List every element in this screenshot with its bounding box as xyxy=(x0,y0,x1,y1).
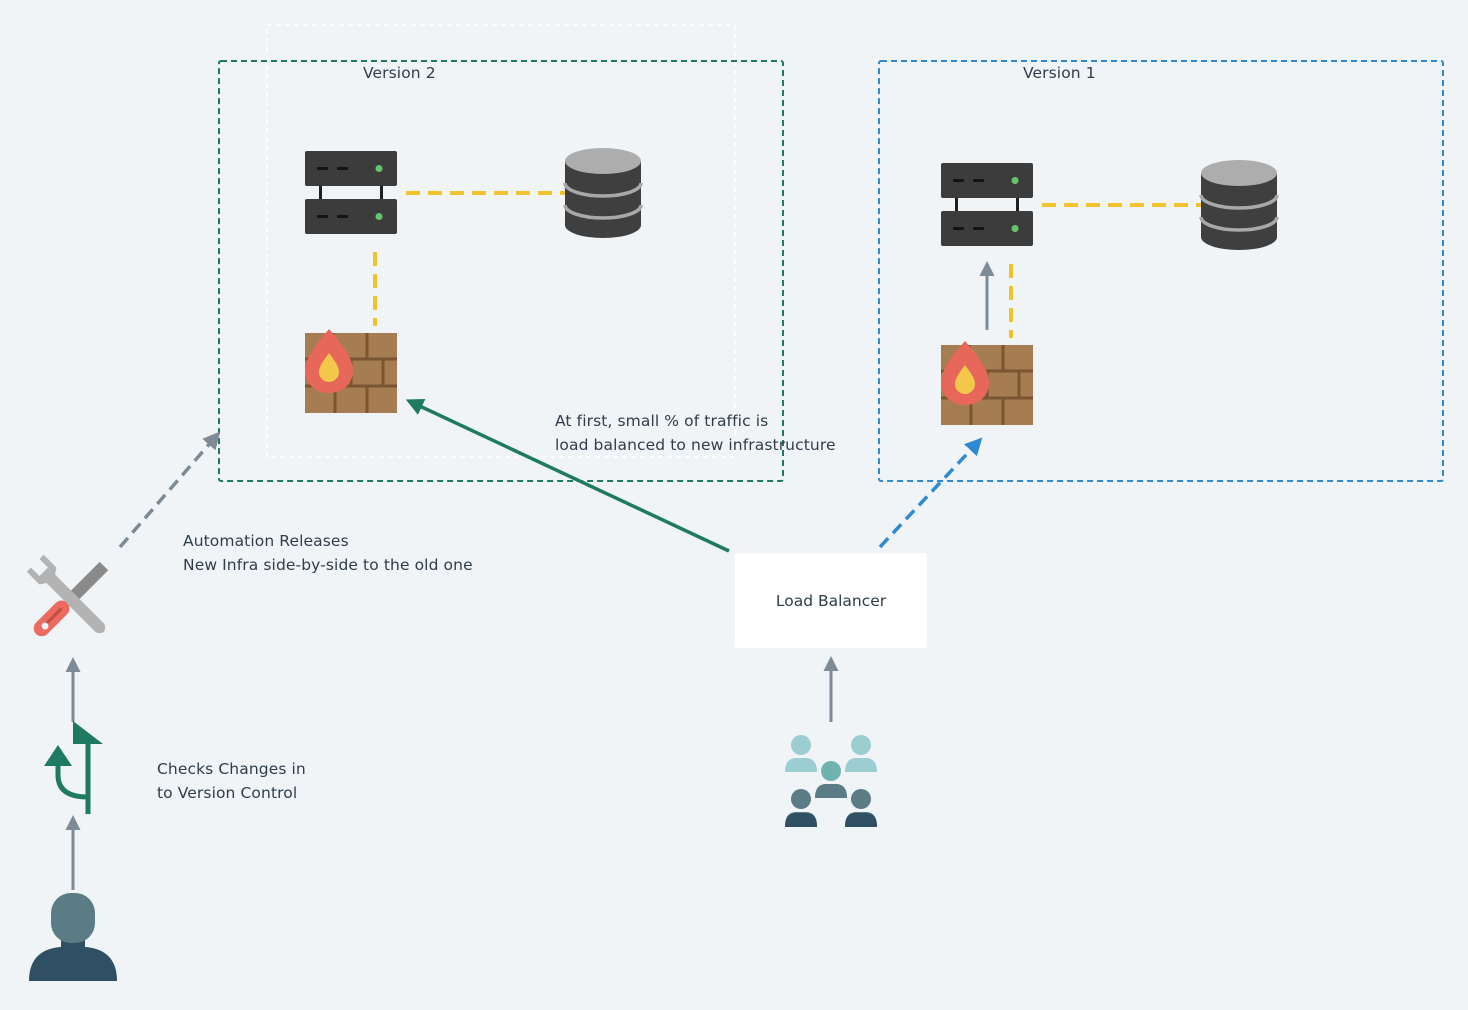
v1-firewall-icon[interactable] xyxy=(939,339,1035,427)
version-1-group[interactable] xyxy=(878,60,1444,482)
v1-server-icon[interactable] xyxy=(941,163,1033,246)
v2-firewall-icon[interactable] xyxy=(303,327,399,415)
automation-annotation-line2: New Infra side-by-side to the old one xyxy=(183,556,473,574)
version-2-group[interactable] xyxy=(218,60,784,482)
load-balancer-node[interactable]: Load Balancer xyxy=(735,553,927,648)
version-2-label: Version 2 xyxy=(363,64,436,82)
faint-frame xyxy=(266,24,736,458)
traffic-annotation-line2: load balanced to new infrastructure xyxy=(555,436,836,454)
v2-server-icon[interactable] xyxy=(305,151,397,234)
v2-database-icon[interactable] xyxy=(563,146,643,240)
checks-annotation-line1: Checks Changes in xyxy=(157,760,306,778)
version-1-label: Version 1 xyxy=(1023,64,1096,82)
automation-release-arrow xyxy=(118,431,221,549)
traffic-annotation-line1: At first, small % of traffic is xyxy=(555,412,769,430)
version-control-branch-icon[interactable] xyxy=(44,721,103,814)
old-traffic-arrow xyxy=(878,437,983,549)
tools-icon[interactable] xyxy=(26,554,113,641)
load-balancer-label: Load Balancer xyxy=(775,591,887,610)
new-traffic-arrow xyxy=(405,399,730,553)
automation-annotation-line1: Automation Releases xyxy=(183,532,349,550)
users-group-icon[interactable] xyxy=(785,735,877,827)
v1-database-icon[interactable] xyxy=(1199,158,1279,252)
checks-annotation-line2: to Version Control xyxy=(157,784,298,802)
developer-user-icon[interactable] xyxy=(29,893,117,981)
